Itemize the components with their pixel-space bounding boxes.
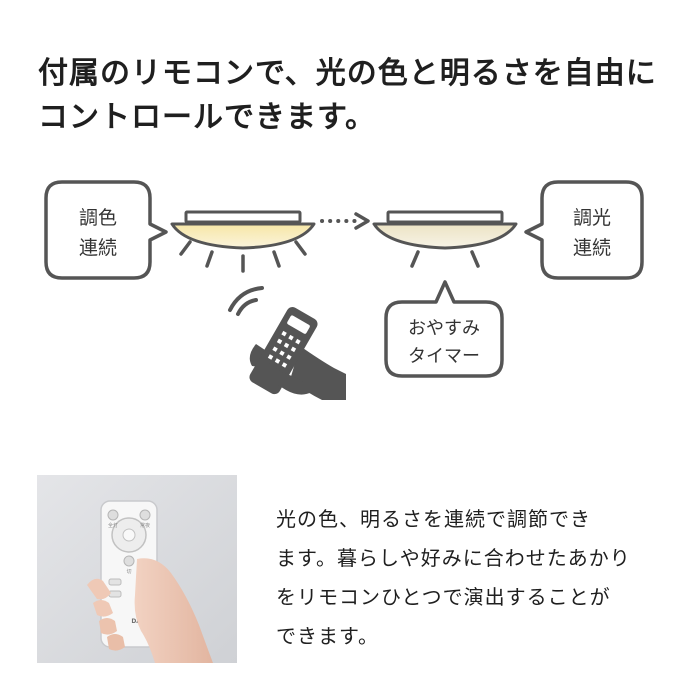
remote-photo: 全灯 常夜 切 DAIKO (37, 475, 237, 663)
remote-control: 全灯 常夜 切 DAIKO (100, 500, 158, 648)
headline-line-1: 付属のリモコンで、光の色と明るさを自由に (38, 56, 657, 91)
bubble-sleep-timer: おやすみ タイマー (384, 280, 504, 378)
description: 光の色、明るさを連続で調節でき ます。暮らしや好みに合わせたあかり をリモコンひ… (276, 500, 676, 656)
bubble-sleep-timer-line1: おやすみ (408, 318, 480, 339)
bubble-sleep-timer-line2: タイマー (408, 346, 480, 367)
remote-button-night (139, 509, 151, 521)
signal-wave-icon (228, 286, 264, 316)
remote-photo-illustration: 全灯 常夜 切 DAIKO (37, 475, 237, 663)
light-rays-warm (179, 240, 307, 273)
remote-button-full (107, 509, 119, 521)
bubble-color-tuning-line1: 調色 (79, 207, 117, 229)
remote-label-off: 切 (126, 568, 131, 575)
headline-line-2: コントロールできます。 (38, 100, 376, 135)
light-rays-dimmed (410, 250, 480, 268)
headline: 付属のリモコンで、光の色と明るさを自由に コントロールできます。 (38, 52, 678, 140)
description-line-4: できます。 (276, 624, 379, 648)
bubble-brightness-tuning: 調光 連続 (524, 180, 644, 280)
remote-label-full: 全灯 (108, 522, 118, 529)
ceiling-light-dimmed (372, 210, 518, 250)
transition-arrow (320, 212, 370, 230)
bubble-color-tuning: 調色 連続 (44, 180, 168, 280)
description-line-1: 光の色、明るさを連続で調節でき (276, 507, 591, 531)
hand-remote-icon (249, 307, 346, 400)
remote-button-off (123, 555, 135, 567)
bubble-color-tuning-line2: 連続 (79, 237, 117, 259)
remote-label-night: 常夜 (140, 522, 150, 529)
ceiling-light-warm (170, 210, 316, 250)
hand-image (87, 558, 213, 663)
bubble-brightness-tuning-line2: 連続 (573, 237, 611, 259)
description-line-2: ます。暮らしや好みに合わせたあかり (276, 546, 631, 570)
description-line-3: をリモコンひとつで演出することが (276, 585, 611, 609)
bubble-brightness-tuning-line1: 調光 (573, 207, 611, 229)
feature-diagram: 調色 連続 調光 連続 おやすみ タイマー (44, 180, 644, 400)
